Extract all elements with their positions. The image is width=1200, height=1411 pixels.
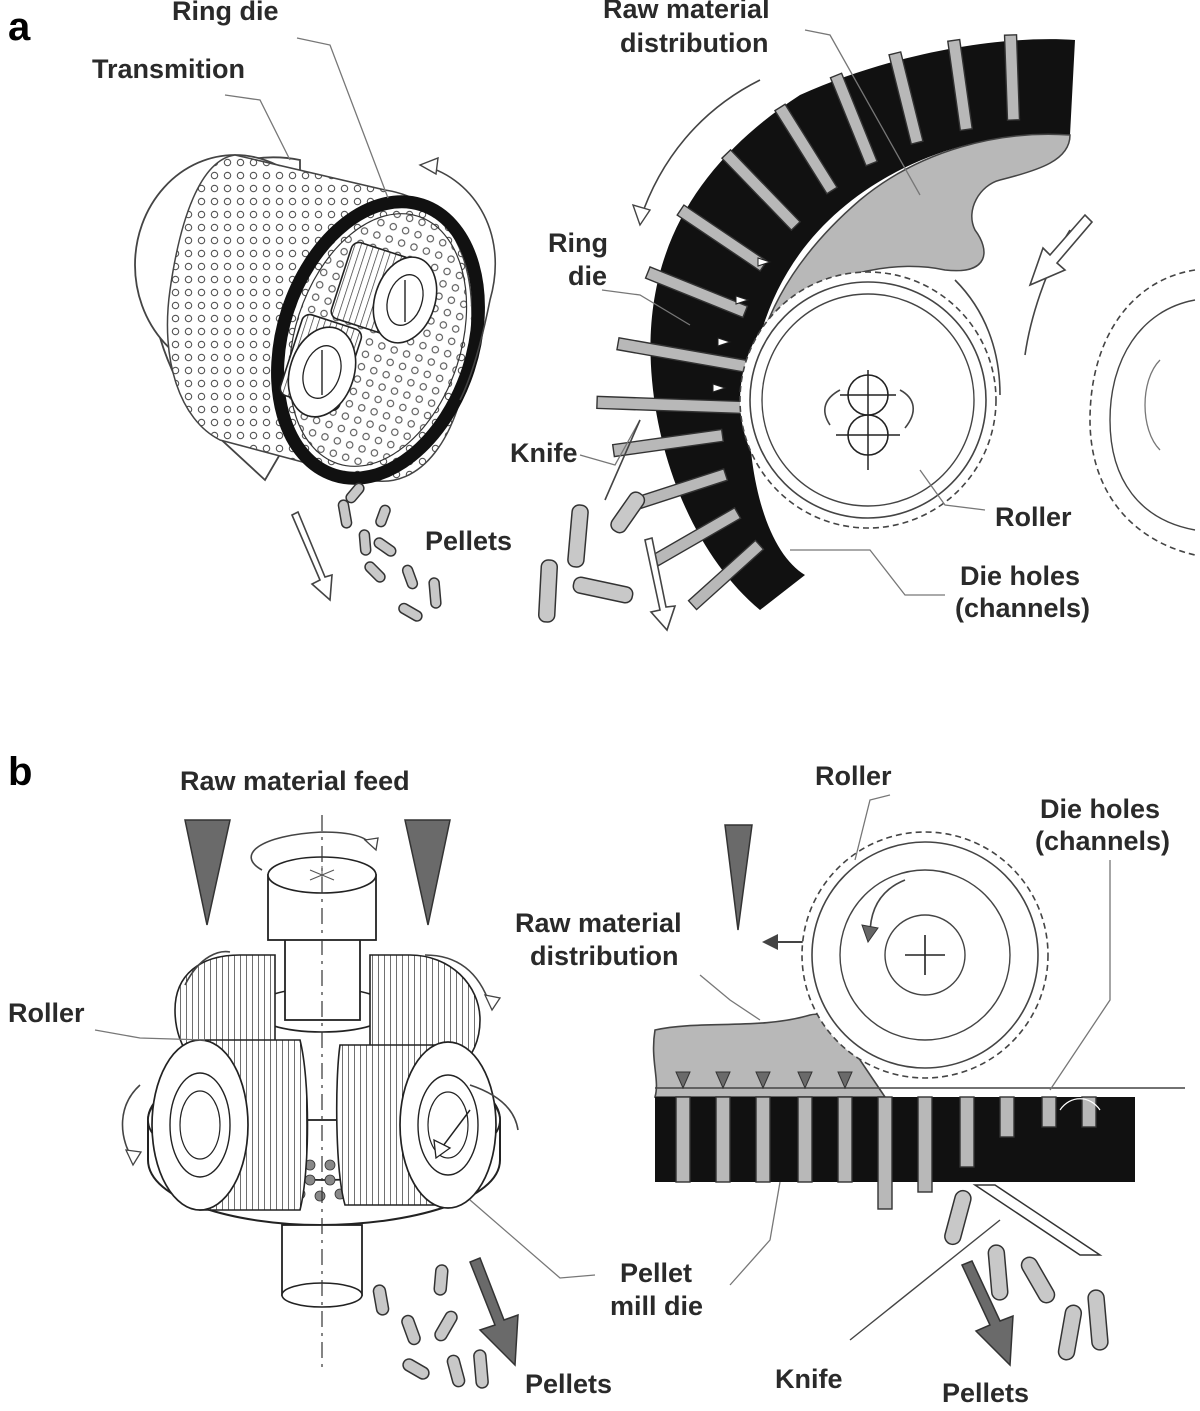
rotation-arrow-ring-a: [639, 79, 761, 221]
label-pellets-left-b: Pellets: [525, 1369, 612, 1399]
label-pellets-a: Pellets: [425, 526, 512, 556]
flat-die-section: [652, 824, 1185, 1341]
ring-die-drum: [134, 154, 496, 485]
inner-roller-upper: [330, 241, 438, 344]
label-knife-b: Knife: [775, 1364, 843, 1394]
roller-gear-partial-a: [1089, 269, 1196, 556]
pellets-group-left-b: [372, 1264, 489, 1389]
label-roller-a: Roller: [995, 502, 1072, 532]
leader-ring-die-side: [601, 289, 691, 326]
falling-arrow-left: [290, 510, 333, 602]
flow-arrows-a: [712, 257, 772, 393]
label-die-holes-b-2: (channels): [1035, 826, 1170, 856]
panel-a-letter: a: [8, 5, 31, 49]
flat-die-assembly: [121, 815, 519, 1370]
die-channels-b: [675, 1096, 1097, 1210]
leader-die-holes-b: [1049, 860, 1111, 1091]
pellets-group-right-a: [537, 491, 646, 623]
leader-pellet-mill-die-b: [729, 1181, 781, 1286]
label-die-holes-b-1: Die holes: [1040, 794, 1160, 824]
leader-knife-a: [579, 419, 641, 466]
label-die-holes-a-1: Die holes: [960, 561, 1080, 591]
label-knife-a: Knife: [510, 438, 578, 468]
leader-pellet-mill-die: [469, 1199, 596, 1279]
leader-transmition: [224, 94, 291, 161]
falling-arrow-right-a: [644, 536, 677, 632]
roller-rotation-arrow-4: [469, 1084, 519, 1131]
leader-roller-right-b: [854, 794, 891, 861]
label-raw-material-feed: Raw material feed: [180, 766, 410, 796]
label-roller-right-b: Roller: [815, 761, 892, 791]
rotation-arrow-drum: [419, 164, 496, 401]
label-raw-material-a-1: Raw material: [603, 0, 770, 24]
label-pellets-right-b: Pellets: [942, 1378, 1029, 1408]
feed-arrow-left-b: [184, 819, 231, 926]
feed-arrow-a: [1028, 213, 1094, 287]
feed-arrow-right-b: [404, 819, 451, 926]
leader-knife-b: [849, 1219, 1001, 1341]
leader-raw-material-b: [699, 974, 761, 1021]
label-roller-left-b: Roller: [8, 998, 85, 1028]
label-ring-die-side-1: Ring: [548, 228, 608, 258]
label-die-holes-a-2: (channels): [955, 593, 1090, 623]
roller-front-left: [151, 1039, 309, 1211]
roller-rotation-arrow-3: [121, 1084, 141, 1161]
rotation-arrow-roller-a: [954, 279, 1001, 396]
leader-die-holes-a: [790, 549, 945, 596]
inner-roller-lower: [279, 313, 363, 418]
down-arrows-b: [675, 1071, 853, 1090]
pellets-group-left: [337, 482, 442, 622]
leader-roller-left-b: [94, 1029, 206, 1041]
knife-a: [604, 419, 641, 501]
die-channels-a: [596, 34, 1021, 611]
panel-b: b: [8, 750, 1185, 1408]
panel-b-letter: b: [8, 750, 32, 794]
pellets-group-right-b: [944, 1189, 1109, 1361]
label-ring-die-side-2: die: [568, 261, 607, 291]
label-raw-material-a-2: distribution: [620, 28, 768, 58]
label-raw-material-b-2: distribution: [530, 941, 678, 971]
ring-die-section: [596, 34, 1196, 611]
ring-die-black-ring: [271, 195, 485, 485]
roller-gear-a: [739, 271, 997, 529]
label-pellet-mill-die-2: mill die: [610, 1291, 703, 1321]
panel-a: a: [8, 0, 1196, 632]
falling-arrow-left-b: [469, 1257, 519, 1367]
label-raw-material-b-1: Raw material: [515, 908, 682, 938]
rotation-arrow-shaft: [250, 831, 373, 871]
falling-arrow-right-b: [960, 1260, 1014, 1367]
feed-arrow-b: [724, 824, 753, 931]
roller-rotation-arrow-1: [184, 950, 231, 986]
roller-front-right: [335, 1041, 497, 1209]
roller-gear-b: [801, 831, 1049, 1079]
label-ring-die-top: Ring die: [172, 0, 279, 26]
leader-ring-die-top: [296, 37, 389, 199]
leader-raw-material-a: [804, 29, 921, 196]
leader-roller-a: [919, 469, 986, 511]
label-pellet-mill-die-1: Pellet: [620, 1258, 692, 1288]
knife-b: [972, 1184, 1103, 1256]
label-transmition: Transmition: [92, 54, 245, 84]
